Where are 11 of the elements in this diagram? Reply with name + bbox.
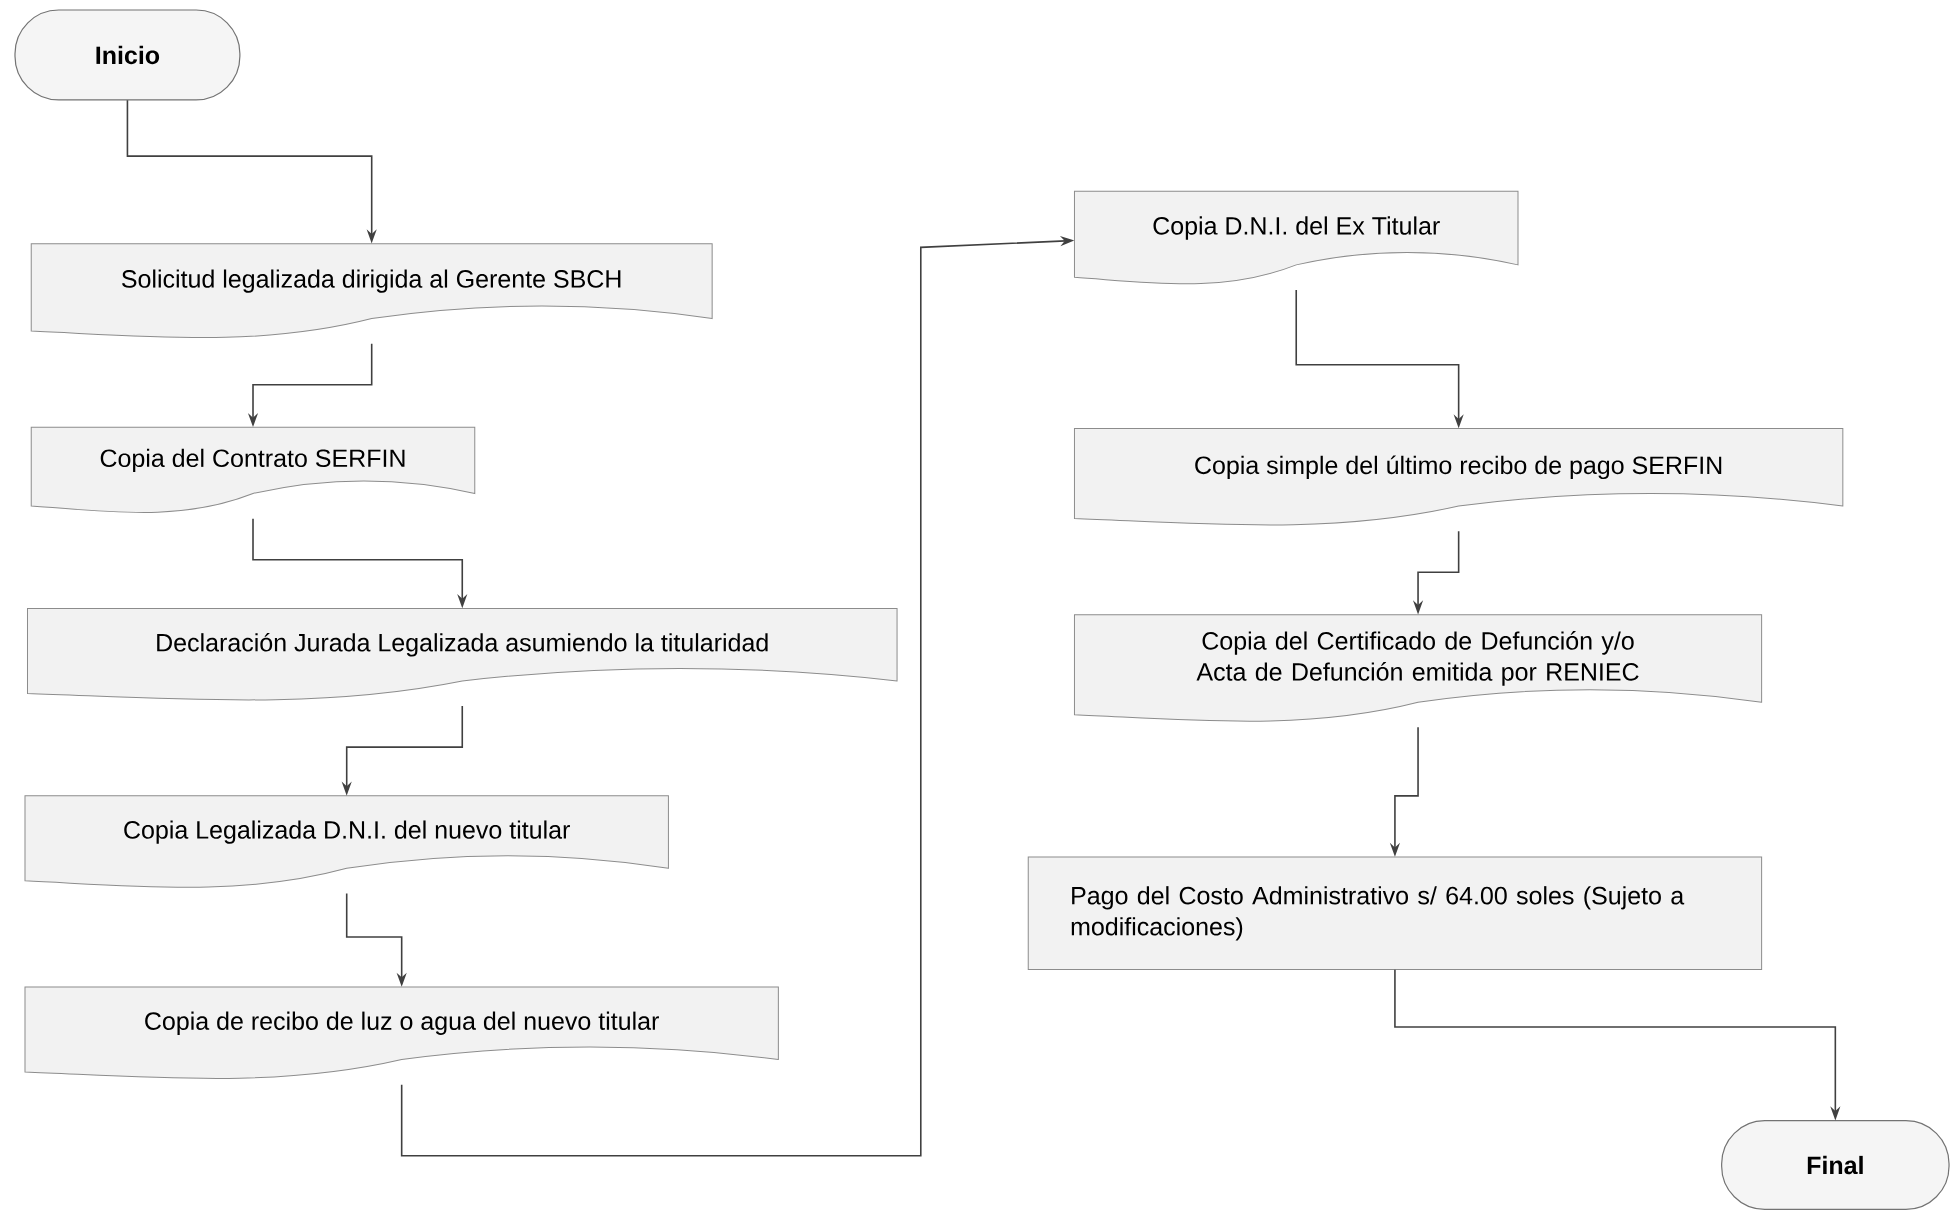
terminal-box: Final xyxy=(1721,1120,1950,1210)
document-box: Copia D.N.I. del Ex Titular xyxy=(1073,190,1519,285)
process-box: Pago del Costo Administrativo s/ 64.00 soles (Sujeto a modificaciones) xyxy=(1027,856,1763,970)
document-box: Declaración Jurada Legalizada asumiendo la titularidad xyxy=(27,607,898,701)
terminal-box: Inicio xyxy=(14,9,241,101)
document-box: Solicitud legalizada dirigida al Gerente SBCH xyxy=(30,243,713,339)
document-box: Copia de recibo de luz o agua del nuevo titular xyxy=(24,986,779,1079)
document-box: Copia del Contrato SERFIN xyxy=(30,426,476,514)
document-box: Copia simple del último recibo de pago SERFIN xyxy=(1073,428,1844,526)
document-box: Copia Legalizada D.N.I. del nuevo titular xyxy=(24,795,669,888)
document-box: Copia del Certificado de Defunción y/o Acta de Defunción emitida por RENIEC xyxy=(1073,614,1763,722)
